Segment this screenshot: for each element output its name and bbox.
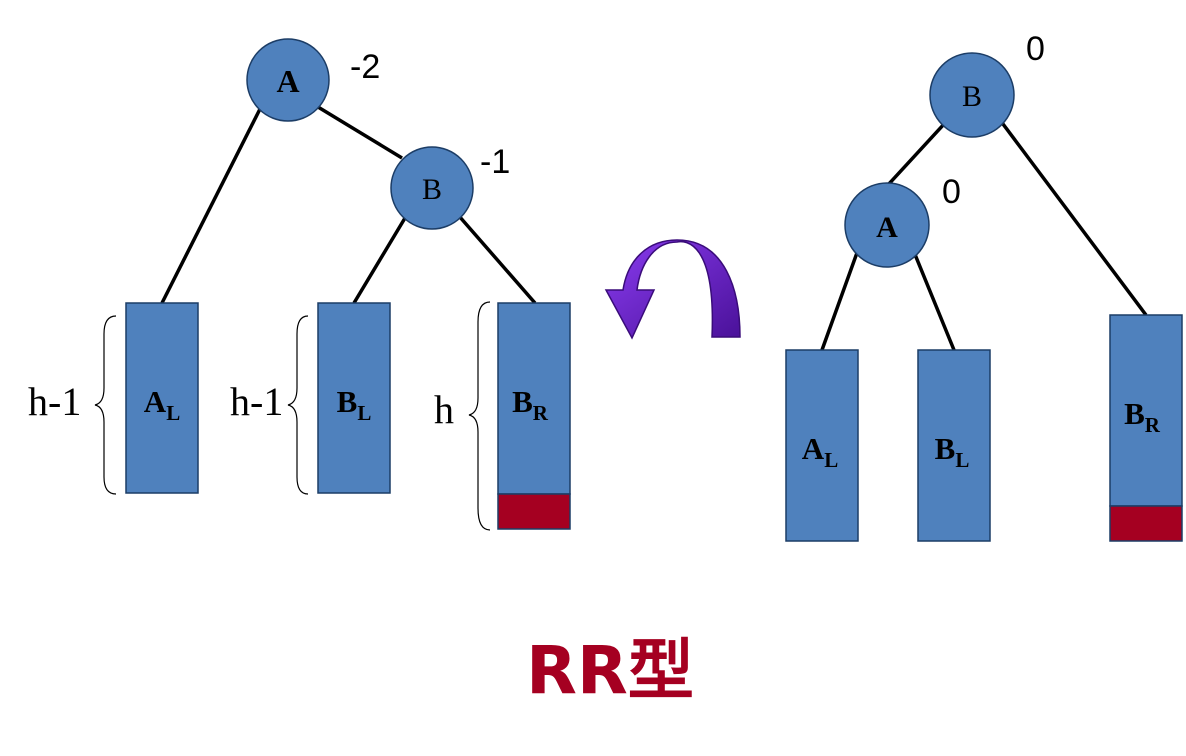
node-b-balance: -1 — [480, 143, 510, 181]
node-a-balance: -2 — [350, 48, 380, 86]
diagram-title: RR型 — [526, 632, 694, 709]
edge-a-b — [317, 105, 403, 160]
edge-a-bl — [912, 251, 956, 351]
node-b — [929, 52, 1015, 138]
subtree-br — [1109, 314, 1183, 507]
inserted-block-right — [1109, 505, 1183, 542]
node-a-label: A — [276, 63, 299, 99]
subtree-al — [785, 349, 859, 542]
subtree-br-label: BR — [1124, 396, 1161, 437]
node-a — [246, 38, 330, 122]
edge-a-al — [820, 249, 860, 351]
edge-a-al — [160, 104, 264, 304]
curved-rotate-left-arrow-icon — [604, 239, 741, 340]
brace-br — [468, 301, 491, 531]
subtree-al-label: AL — [802, 431, 838, 472]
node-b-label: B — [422, 173, 442, 206]
subtree-br-label: BR — [512, 384, 549, 425]
brace-bl — [287, 315, 309, 495]
subtree-al — [125, 302, 199, 494]
node-a-label: A — [876, 211, 898, 244]
node-a — [844, 182, 930, 268]
right-tree: B 0 A 0 AL BL BR — [785, 30, 1183, 542]
subtree-bl-label: BL — [935, 431, 970, 472]
edge-b-br — [998, 118, 1148, 317]
node-a-balance: 0 — [942, 173, 961, 211]
brace-al — [94, 315, 117, 495]
subtree-al-label: AL — [144, 384, 180, 425]
height-bl: h-1 — [230, 379, 283, 424]
node-b-balance: 0 — [1026, 30, 1045, 68]
edge-b-a — [885, 121, 947, 188]
node-b-label: B — [962, 80, 982, 113]
height-al: h-1 — [28, 379, 81, 424]
subtree-br — [497, 302, 571, 495]
height-br: h — [434, 387, 454, 432]
subtree-bl — [317, 302, 391, 494]
subtree-bl-label: BL — [337, 384, 372, 425]
edge-b-br — [457, 214, 537, 305]
subtree-bl — [917, 349, 991, 542]
node-b — [390, 146, 474, 230]
edge-b-bl — [352, 217, 407, 304]
inserted-block-left — [497, 493, 571, 530]
left-tree: A -2 B -1 AL h-1 BL h-1 BR h — [28, 38, 571, 531]
